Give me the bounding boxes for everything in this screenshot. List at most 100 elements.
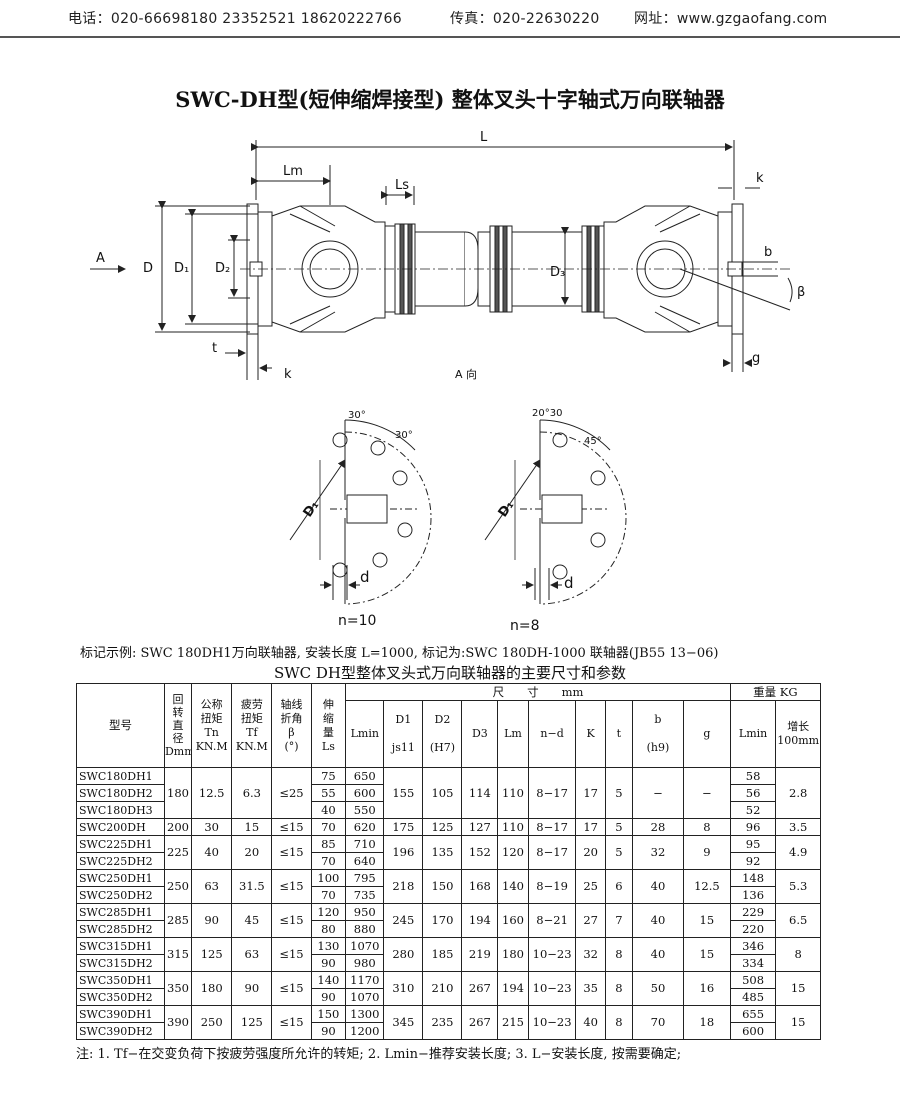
cell-lmin: 550	[345, 801, 385, 819]
dim-k-top-label: k	[756, 171, 764, 186]
cell-tn: 12.5	[191, 767, 233, 819]
dim-Ls-label: Ls	[395, 178, 409, 193]
cell-ls: 70	[310, 852, 347, 870]
cell-tn: 90	[191, 903, 233, 938]
cell-lm: 215	[497, 1005, 529, 1040]
cell-t: 8	[604, 971, 633, 1006]
cell-nd: 8−17	[527, 767, 577, 819]
cell-d1: 345	[383, 1005, 424, 1040]
cell-t: 6	[604, 869, 633, 904]
cell-weight: 148	[729, 869, 777, 887]
cell-ls: 85	[310, 835, 347, 853]
header-d3: D3	[461, 700, 499, 768]
cell-tn: 125	[191, 937, 233, 972]
cell-lmin: 1070	[345, 988, 385, 1006]
cell-d1: 310	[383, 971, 424, 1006]
cell-lmin: 640	[345, 852, 385, 870]
dim-D-label: D	[143, 261, 153, 276]
cell-lmin: 1070	[345, 937, 385, 955]
dim-D3-label: D₃	[550, 265, 565, 280]
cell-lm: 140	[497, 869, 529, 904]
marking-example: 标记示例: SWC 180DH1万向联轴器, 安装长度 L=1000, 标记为:…	[80, 646, 719, 661]
cell-d1: 175	[383, 818, 424, 836]
cell-ls: 140	[310, 971, 347, 989]
cell-weight-increase: 3.5	[775, 818, 821, 836]
cell-t: 7	[604, 903, 633, 938]
dim-beta-label: β	[797, 285, 805, 300]
cell-g: 15	[682, 903, 731, 938]
cell-lmin: 980	[345, 954, 385, 972]
cell-d3: 152	[461, 835, 499, 870]
cell-lm: 180	[497, 937, 529, 972]
cell-lm: 120	[497, 835, 529, 870]
cell-d3: 267	[461, 971, 499, 1006]
cell-model: SWC250DH2	[76, 886, 165, 904]
cell-ls: 90	[310, 954, 347, 972]
cell-b: 40	[631, 903, 684, 938]
cell-tn: 250	[191, 1005, 233, 1040]
website-text: 网址：www.gzgaofang.com	[634, 11, 828, 27]
cell-model: SWC285DH2	[76, 920, 165, 938]
cell-d1: 245	[383, 903, 424, 938]
cell-lmin: 710	[345, 835, 385, 853]
flange-n10-count: n=10	[338, 613, 376, 629]
cell-model: SWC390DH2	[76, 1022, 165, 1040]
cell-ls: 70	[310, 886, 347, 904]
cell-t: 5	[604, 767, 633, 819]
cell-weight: 600	[729, 1022, 777, 1040]
cell-model: SWC315DH1	[76, 937, 165, 955]
cell-d3: 219	[461, 937, 499, 972]
cell-dmm: 350	[163, 971, 193, 1006]
cell-d3: 267	[461, 1005, 499, 1040]
cell-ls: 90	[310, 1022, 347, 1040]
cell-d2: 235	[422, 1005, 463, 1040]
cell-beta: ≤15	[271, 971, 312, 1006]
cell-b: 40	[631, 937, 684, 972]
cell-beta: ≤15	[271, 937, 312, 972]
phone-text: 电话：020-66698180 23352521 18620222766	[68, 11, 402, 27]
cell-lm: 160	[497, 903, 529, 938]
cell-nd: 8−17	[527, 835, 577, 870]
cell-d2: 210	[422, 971, 463, 1006]
cell-nd: 10−23	[527, 937, 577, 972]
header-size-group: 尺 寸 mm	[345, 683, 731, 701]
cell-weight: 58	[729, 767, 777, 785]
cell-weight: 334	[729, 954, 777, 972]
flange-n10-d-label: d	[360, 568, 370, 586]
cell-weight-increase: 2.8	[775, 767, 821, 819]
cell-g: 12.5	[682, 869, 731, 904]
cell-dmm: 390	[163, 1005, 193, 1040]
cell-dmm: 315	[163, 937, 193, 972]
cell-k: 25	[575, 869, 606, 904]
cell-d2: 135	[422, 835, 463, 870]
header-g: g	[682, 700, 731, 768]
cell-k: 40	[575, 1005, 606, 1040]
cell-dmm: 285	[163, 903, 193, 938]
cell-model: SWC225DH2	[76, 852, 165, 870]
cell-g: 8	[682, 818, 731, 836]
header-d2: D2(H7)	[422, 700, 463, 768]
cell-b: 50	[631, 971, 684, 1006]
flange-n8-count: n=8	[510, 618, 540, 634]
fax-text: 传真：020-22630220	[450, 11, 600, 27]
cell-beta: ≤15	[271, 818, 312, 836]
cell-t: 5	[604, 835, 633, 870]
cell-dmm: 225	[163, 835, 193, 870]
cell-t: 8	[604, 1005, 633, 1040]
cell-weight: 346	[729, 937, 777, 955]
cell-lmin: 735	[345, 886, 385, 904]
dim-Lm-label: Lm	[283, 164, 303, 179]
header-weight-lmin: Lmin	[729, 700, 777, 768]
cell-weight: 96	[729, 818, 777, 836]
cell-lmin: 620	[345, 818, 385, 836]
cell-beta: ≤25	[271, 767, 312, 819]
cell-model: SWC350DH1	[76, 971, 165, 989]
